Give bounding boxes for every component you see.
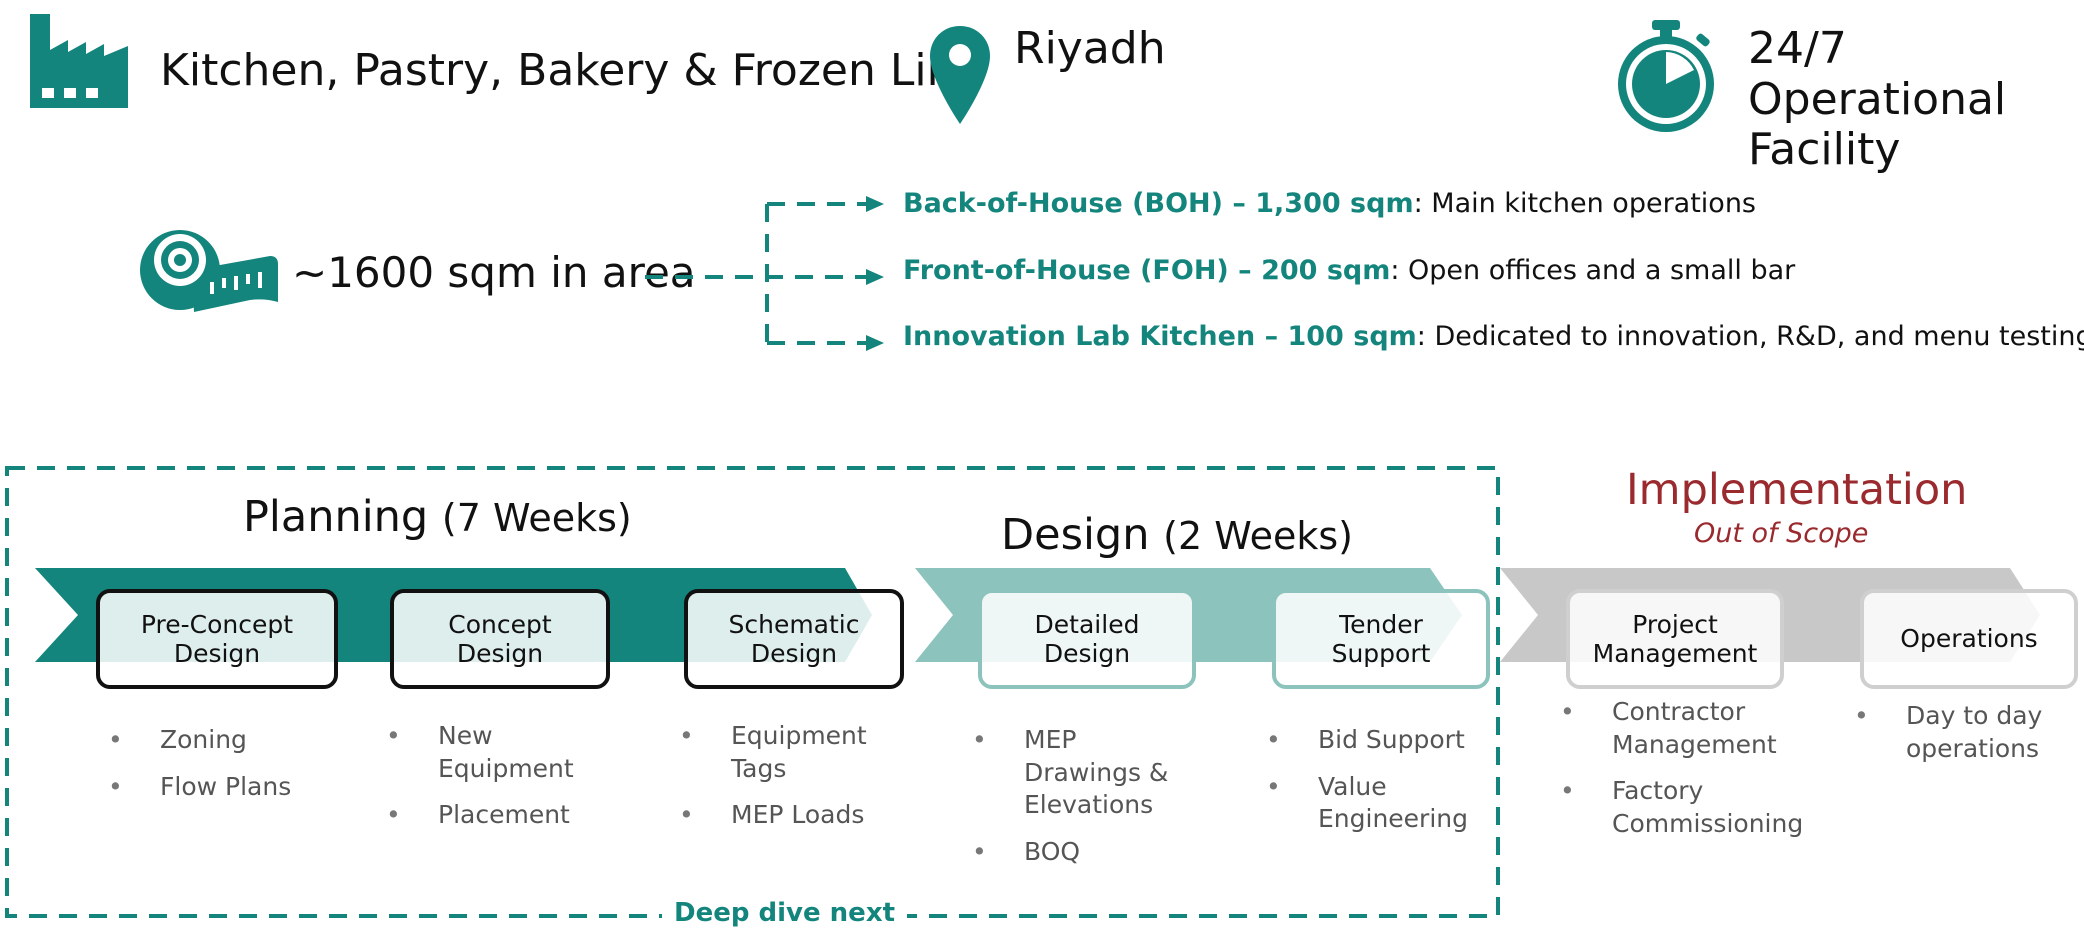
step-label: Concept Design [448, 609, 552, 669]
list-item: MEP Loads [679, 799, 939, 832]
step-label: Schematic Design [728, 609, 860, 669]
list-item: MEP Drawings & Elevations [972, 724, 1232, 822]
planning-title: Planning [243, 492, 429, 542]
step-concept-design: Concept Design [390, 589, 610, 689]
operations-bullets: Day to day operations [1854, 700, 2084, 779]
step-detailed-design: Detailed Design [978, 589, 1196, 689]
area-breakdown-lab-desc: : Dedicated to innovation, R&D, and menu… [1416, 321, 2084, 352]
total-area-label: ~1600 sqm in area [292, 248, 696, 297]
facility-type-label: Kitchen, Pastry, Bakery & Frozen Line [160, 45, 982, 96]
location-label: Riyadh [1014, 23, 1166, 74]
area-breakdown-boh-name: Back-of-House (BOH) – 1,300 sqm [903, 188, 1414, 219]
step-project-management: Project Management [1566, 589, 1784, 689]
factory-icon [30, 14, 128, 108]
stopwatch-icon [1618, 20, 1714, 132]
area-breakdown-foh-desc: : Open offices and a small bar [1390, 255, 1796, 286]
area-breakdown-foh-name: Front-of-House (FOH) – 200 sqm [903, 255, 1391, 286]
step-operations: Operations [1860, 589, 2078, 689]
list-item: Equipment Tags [679, 720, 939, 785]
deep-dive-label: Deep dive next [662, 898, 908, 928]
location-pin-icon [930, 26, 990, 124]
area-breakdown-foh: Front-of-House (FOH) – 200 sqm: Open off… [903, 255, 1795, 286]
area-breakdown-lab: Innovation Lab Kitchen – 100 sqm: Dedica… [903, 321, 2084, 352]
list-item: Day to day operations [1854, 700, 2084, 765]
list-item: BOQ [972, 836, 1232, 869]
design-title: Design [1001, 510, 1150, 560]
design-phase-title: Design (2 Weeks) [1001, 510, 1353, 560]
area-breakdown-boh: Back-of-House (BOH) – 1,300 sqm: Main ki… [903, 188, 1756, 219]
operation-label: 24/7 Operational Facility [1748, 23, 2007, 176]
implementation-phase-title: Implementation [1626, 465, 1968, 515]
list-item: Bid Support [1266, 724, 1526, 757]
step-label: Tender Support [1331, 609, 1431, 669]
tender-support-bullets: Bid Support Value Engineering [1266, 724, 1526, 850]
step-label: Project Management [1592, 609, 1758, 669]
planning-phase-title: Planning (7 Weeks) [243, 492, 632, 542]
list-item: Zoning [108, 724, 368, 757]
step-label: Pre-Concept Design [140, 609, 294, 669]
measuring-tape-icon [140, 230, 278, 312]
list-item: Flow Plans [108, 771, 368, 804]
planning-duration: (7 Weeks) [441, 496, 632, 540]
list-item: New Equipment [386, 720, 646, 785]
area-breakdown-boh-desc: : Main kitchen operations [1413, 188, 1756, 219]
list-item: Factory Commissioning [1560, 775, 1820, 840]
list-item: Contractor Management [1560, 696, 1820, 761]
schematic-design-bullets: Equipment Tags MEP Loads [679, 720, 939, 846]
pre-concept-design-bullets: Zoning Flow Plans [108, 724, 368, 817]
design-duration: (2 Weeks) [1163, 514, 1353, 558]
concept-design-bullets: New Equipment Placement [386, 720, 646, 846]
step-label: Detailed Design [1034, 609, 1140, 669]
step-label: Operations [1900, 624, 2038, 654]
step-pre-concept-design: Pre-Concept Design [96, 589, 338, 689]
project-management-bullets: Contractor Management Factory Commission… [1560, 696, 1820, 854]
implementation-scope-note: Out of Scope [1694, 518, 1869, 549]
step-schematic-design: Schematic Design [684, 589, 904, 689]
detailed-design-bullets: MEP Drawings & Elevations BOQ [972, 724, 1232, 882]
step-tender-support: Tender Support [1272, 589, 1490, 689]
area-breakdown-lab-name: Innovation Lab Kitchen – 100 sqm [903, 321, 1417, 352]
list-item: Value Engineering [1266, 771, 1526, 836]
list-item: Placement [386, 799, 646, 832]
